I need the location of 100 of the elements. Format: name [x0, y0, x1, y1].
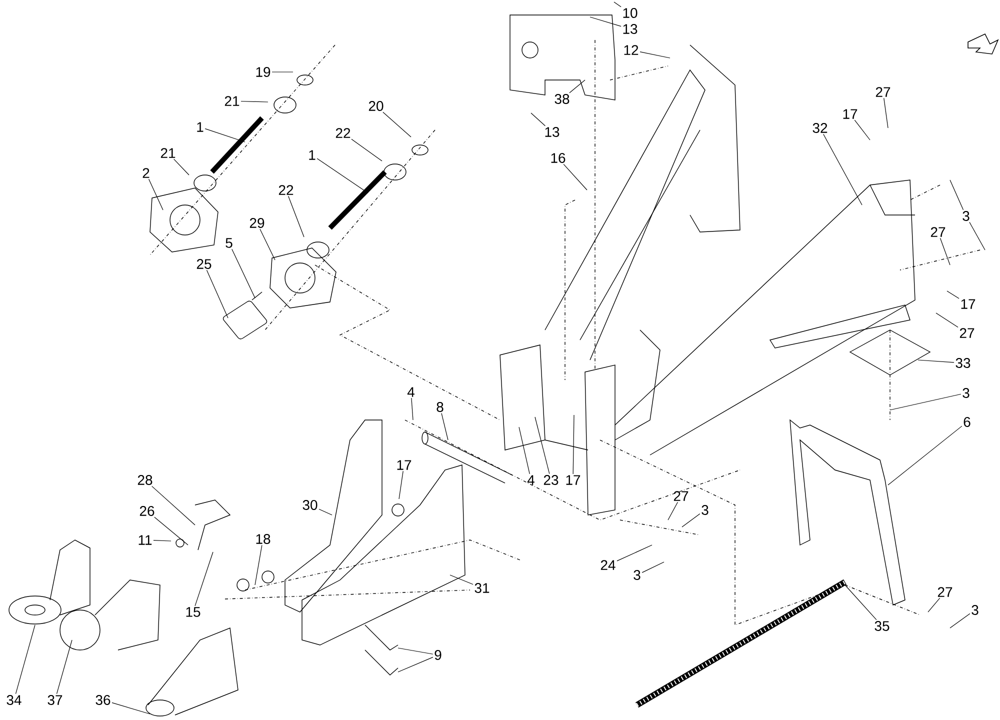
callout-number: 19 — [256, 67, 270, 77]
leader-line — [15, 624, 36, 694]
leader-line — [668, 502, 678, 520]
leader-line — [152, 486, 196, 526]
leader-line — [351, 138, 382, 162]
leader-line — [153, 540, 172, 542]
leader-line — [240, 100, 268, 102]
callout-number: 27 — [876, 87, 890, 97]
callout-number: 1 — [197, 122, 204, 132]
callout-number: 4 — [527, 475, 534, 485]
callout-number: 21 — [160, 148, 176, 158]
callout-number: 35 — [874, 621, 890, 631]
callout-number: 18 — [256, 534, 270, 544]
leader-line — [398, 656, 434, 672]
leader-line — [398, 470, 404, 500]
callout-number: 17 — [566, 475, 580, 485]
callout-number: 26 — [140, 506, 154, 516]
callout-number: 11 — [138, 535, 152, 545]
leader-line — [534, 416, 550, 474]
callout-number: 9 — [434, 650, 442, 660]
callout-number: 30 — [302, 500, 318, 510]
leader-line — [969, 222, 986, 250]
leader-line — [450, 574, 474, 585]
leader-line — [441, 412, 448, 440]
callout-number: 16 — [551, 153, 566, 163]
callout-number: 4 — [407, 387, 414, 397]
leader-line — [950, 180, 964, 210]
leader-line — [254, 544, 262, 586]
leader-line — [946, 290, 960, 299]
callout-number: 36 — [96, 695, 110, 705]
leader-line — [288, 196, 304, 238]
callout-number: 25 — [196, 259, 212, 269]
callout-number: 6 — [964, 417, 970, 427]
leader-line — [888, 426, 962, 486]
callout-number: 27 — [938, 587, 952, 597]
callout-number: 1 — [309, 150, 316, 160]
leader-line — [232, 248, 256, 298]
leader-line — [640, 52, 670, 58]
callout-number: 24 — [600, 560, 616, 570]
callout-number: 29 — [250, 218, 264, 228]
callout-number: 13 — [545, 127, 560, 137]
leader-line — [854, 120, 870, 140]
callout-number: 34 — [6, 695, 22, 705]
callout-number: 37 — [48, 695, 62, 705]
leader-line — [382, 112, 412, 138]
callout-number: 28 — [138, 475, 152, 485]
callout-number: 3 — [972, 605, 978, 615]
leader-line — [936, 312, 958, 328]
leader-line — [642, 562, 664, 573]
leader-line — [260, 228, 276, 260]
leader-line — [204, 128, 246, 142]
leader-line — [928, 598, 940, 612]
leader-line — [148, 178, 164, 210]
leader-line — [316, 158, 368, 194]
callout-number: 5 — [226, 238, 232, 248]
leader-line — [682, 513, 700, 528]
callout-number: 13 — [623, 24, 638, 34]
callout-number: 3 — [634, 570, 640, 580]
callout-number: 33 — [956, 358, 970, 368]
callout-number: 31 — [474, 583, 490, 593]
callout-number: 3 — [962, 388, 970, 398]
leader-line — [614, 2, 622, 8]
callout-number: 17 — [397, 460, 412, 470]
callout-number: 32 — [812, 123, 828, 133]
leader-line — [518, 426, 530, 474]
leader-line — [154, 516, 188, 546]
callout-number: 3 — [702, 505, 708, 515]
leader-line — [844, 584, 877, 620]
leader-line — [572, 414, 574, 474]
callout-number: 12 — [624, 45, 638, 55]
leader-line — [318, 508, 332, 516]
leader-line — [206, 270, 228, 318]
leader-line — [563, 164, 588, 190]
leader-line — [398, 648, 434, 654]
leader-line — [530, 112, 546, 126]
leader-line — [174, 158, 190, 176]
leader-line — [884, 98, 888, 128]
leader-line — [569, 80, 586, 94]
callout-number: 23 — [544, 475, 558, 485]
callout-number: 17 — [961, 299, 976, 309]
callout-number: 27 — [960, 328, 974, 338]
leader-line — [823, 134, 862, 206]
leader-line — [616, 544, 652, 562]
leader-line — [194, 552, 214, 606]
leader-line — [112, 702, 150, 714]
callout-number: 22 — [336, 128, 350, 138]
leader-line — [890, 394, 962, 410]
leader-line — [950, 613, 970, 628]
leader-line — [56, 640, 72, 694]
callout-number: 27 — [674, 491, 688, 501]
callout-number: 2 — [142, 168, 150, 178]
callout-number: 8 — [436, 402, 444, 412]
leader-line — [918, 360, 954, 363]
callout-number: 20 — [368, 101, 384, 111]
leader-line — [940, 238, 950, 266]
callout-number: 3 — [962, 211, 970, 221]
callout-number: 21 — [224, 96, 240, 106]
callout-number: 22 — [278, 185, 294, 195]
leader-line — [590, 16, 622, 27]
callout-number: 38 — [554, 94, 570, 104]
